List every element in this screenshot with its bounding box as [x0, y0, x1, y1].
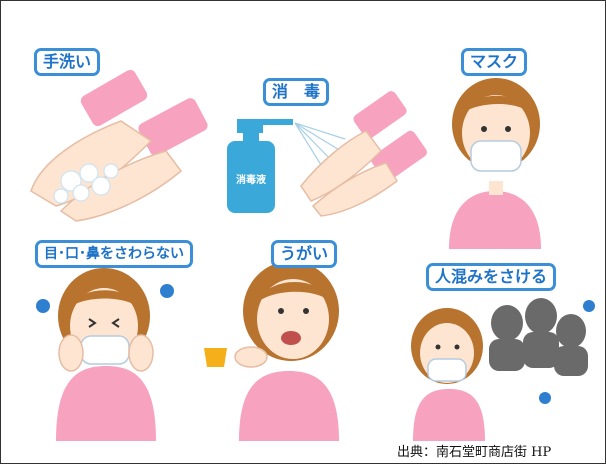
mask-illustration — [449, 78, 541, 249]
germ-icon — [539, 392, 551, 404]
label-handwash: 手洗い — [34, 48, 101, 76]
label-no-touch: 目･口･鼻をさわらない — [35, 240, 193, 268]
label-gargle: うがい — [271, 240, 338, 268]
crowd-silhouettes — [489, 298, 588, 376]
germ-icon — [160, 284, 174, 298]
germ-icon — [36, 299, 50, 313]
avoid-crowds-illustration — [411, 298, 595, 441]
bottle-label: 消毒液 — [236, 175, 266, 186]
bottle-icon — [227, 141, 275, 213]
disinfect-illustration — [227, 91, 427, 217]
label-avoid-crowds: 人混みをさける — [426, 263, 557, 291]
no-touch-illustration — [36, 268, 174, 441]
gargle-illustration — [204, 261, 339, 441]
cup-icon — [204, 348, 227, 367]
soap-foam — [53, 163, 119, 204]
germ-icon — [583, 300, 595, 312]
label-mask: マスク — [461, 48, 528, 76]
source-credit: 出典：南石堂町商店街 HP — [397, 445, 552, 460]
label-disinfect: 消 毒 — [263, 78, 330, 106]
sleeve-left — [80, 69, 148, 127]
sleeve-right — [138, 98, 208, 156]
handwash-illustration — [30, 69, 208, 222]
